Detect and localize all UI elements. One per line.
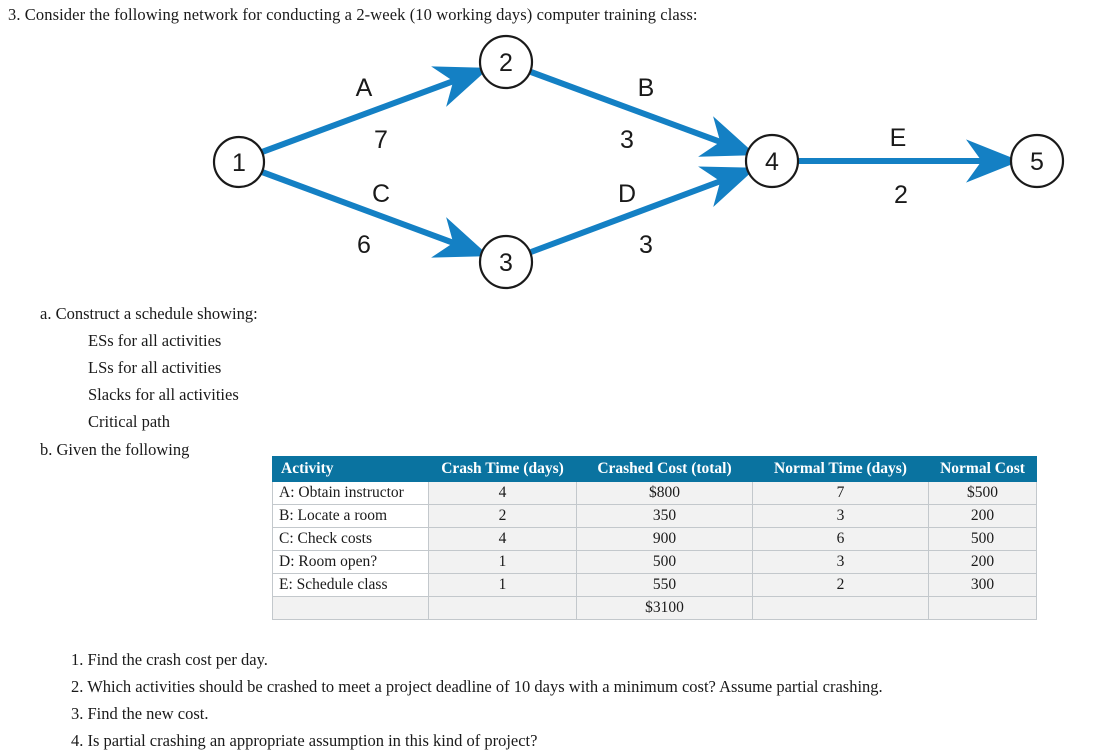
node-5-label: 5 [1030,148,1044,176]
edge-C-line [260,169,490,258]
cell-crash-time: 4 [428,481,577,505]
node-3-label: 3 [499,249,513,277]
table-header-row: Activity Crash Time (days) Crashed Cost … [272,456,1037,482]
table-row: C: Check costs 4 900 6 500 [272,527,1037,551]
diagram-edge-labels: A 7 C 6 B 3 D 3 E 2 [356,74,908,259]
cell-crash-time: 2 [428,504,577,528]
question-4: 4. Is partial crashing an appropriate as… [71,731,538,750]
edge-D-duration: 3 [639,231,653,259]
node-1-circle [212,135,266,189]
node-4-label: 4 [765,148,779,176]
node-4-circle [744,133,800,189]
question-1: 1. Find the crash cost per day. [71,650,268,669]
edge-A-duration: 7 [374,126,388,154]
part-b-heading: b. Given the following [40,440,190,459]
edge-B-duration: 3 [620,126,634,154]
node-3-circle [478,234,534,290]
cell-crash-time: 1 [428,573,577,597]
cell-crashed-cost: 900 [576,527,753,551]
cell-normal-time: 2 [752,573,929,597]
column-header-normal-time: Normal Time (days) [752,456,929,482]
network-diagram: 1 2 3 4 5 A 7 C 6 B 3 D 3 E 2 [0,18,1093,303]
edge-E-duration: 2 [894,181,908,209]
cell-activity: A: Obtain instructor [272,481,429,505]
column-header-crash-time: Crash Time (days) [428,456,577,482]
cell-crashed-cost-total: $3100 [576,596,753,620]
part-a-item-ls: LSs for all activities [88,358,222,377]
cell-normal-time: 6 [752,527,929,551]
edge-E-name: E [890,124,907,152]
diagram-nodes: 1 2 3 4 5 [212,34,1065,290]
node-5-circle [1009,133,1065,189]
cell-normal-cost: 200 [928,550,1037,574]
crash-cost-table: Activity Crash Time (days) Crashed Cost … [272,456,1037,620]
column-header-normal-cost: Normal Cost [928,456,1037,482]
edge-C-duration: 6 [357,231,371,259]
column-header-activity: Activity [272,456,429,482]
cell-activity: B: Locate a room [272,504,429,528]
question-2: 2. Which activities should be crashed to… [71,677,883,696]
cell-normal-time: 3 [752,504,929,528]
cell-crash-time-empty [428,596,577,620]
node-1-label: 1 [232,149,246,177]
part-a-heading: a. Construct a schedule showing: [40,304,258,323]
cell-normal-cost: 300 [928,573,1037,597]
question-3: 3. Find the new cost. [71,704,209,723]
part-a-item-es: ESs for all activities [88,331,222,350]
cell-crash-time: 1 [428,550,577,574]
cell-normal-time: 7 [752,481,929,505]
table-row: D: Room open? 1 500 3 200 [272,550,1037,574]
cell-normal-cost: $500 [928,481,1037,505]
cell-normal-time-empty [752,596,929,620]
cell-activity: E: Schedule class [272,573,429,597]
edge-B-line [529,69,757,157]
cell-crashed-cost: 350 [576,504,753,528]
cell-activity: D: Room open? [272,550,429,574]
diagram-edges [260,66,1020,258]
column-header-crashed-cost: Crashed Cost (total) [576,456,753,482]
edge-D-line [529,166,757,255]
edge-C-name: C [372,180,390,208]
cell-crash-time: 4 [428,527,577,551]
part-a-item-critical-path: Critical path [88,412,171,431]
edge-A-name: A [356,74,373,102]
question-prompt: 3. Consider the following network for co… [8,5,698,24]
cell-crashed-cost: $800 [576,481,753,505]
table-row: E: Schedule class 1 550 2 300 [272,573,1037,597]
table-row: A: Obtain instructor 4 $800 7 $500 [272,481,1037,505]
cell-activity-empty [272,596,429,620]
edge-A-line [260,66,490,155]
cell-crashed-cost: 550 [576,573,753,597]
cell-normal-cost-empty [928,596,1037,620]
cell-crashed-cost: 500 [576,550,753,574]
node-2-label: 2 [499,49,513,77]
edge-B-name: B [638,74,655,102]
part-a-item-slacks: Slacks for all activities [88,385,239,404]
node-2-circle [478,34,534,90]
table-row: B: Locate a room 2 350 3 200 [272,504,1037,528]
cell-normal-cost: 200 [928,504,1037,528]
cell-normal-cost: 500 [928,527,1037,551]
cell-normal-time: 3 [752,550,929,574]
cell-activity: C: Check costs [272,527,429,551]
edge-D-name: D [618,180,636,208]
table-total-row: $3100 [272,596,1037,620]
